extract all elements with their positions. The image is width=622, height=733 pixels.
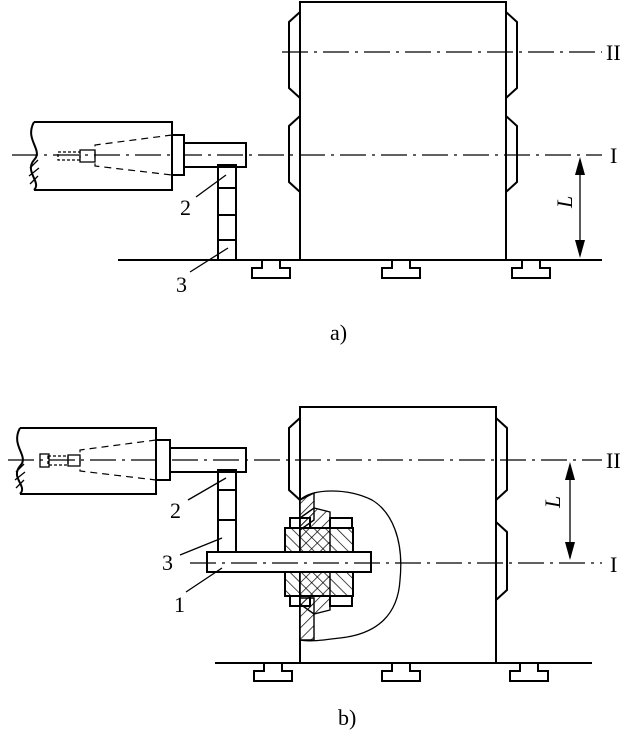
bracket-column-b	[217, 469, 237, 553]
machine-foot-a2	[381, 260, 421, 279]
dimension-arrow-top-a	[575, 157, 585, 175]
shaft-b	[206, 551, 372, 573]
instrument-break-hatch-a	[28, 159, 40, 185]
boss-right-upper-a	[505, 11, 518, 99]
leader-3-b	[179, 537, 223, 556]
machine-body-a	[299, 1, 507, 261]
leader-2-b	[187, 477, 227, 501]
instrument-body-a	[34, 121, 173, 191]
machine-foot-b3	[509, 663, 549, 682]
machine-foot-a1	[251, 260, 291, 279]
leader-1-b	[185, 567, 223, 593]
boss-right-lower-a	[505, 115, 518, 193]
part-3-label-a: 3	[176, 272, 187, 297]
plane-II-label-b: II	[606, 448, 621, 473]
bracket-column-a	[217, 164, 237, 261]
dimension-label-a: L	[552, 196, 577, 209]
dimension-arrow-bottom-a	[575, 240, 585, 258]
panel-a: L II I 2 3 a)	[12, 1, 621, 345]
panel-b: L II I 2 3 1 b)	[8, 406, 621, 730]
part-1-label-b: 1	[174, 592, 185, 617]
boss-right-lower-b	[495, 521, 508, 601]
dimension-label-b: L	[540, 496, 565, 509]
part-2-label-b: 2	[170, 498, 181, 523]
hub-lower-b	[284, 571, 354, 597]
plane-I-label-a: I	[610, 143, 617, 168]
machine-foot-a3	[511, 260, 551, 279]
part-2-label-a: 2	[180, 195, 191, 220]
plane-II-label-a: II	[606, 40, 621, 65]
instrument-break-hatch-b	[14, 463, 26, 489]
caption-a: a)	[330, 320, 347, 345]
instrument-break-b	[15, 427, 24, 495]
instrument-break-a	[29, 121, 38, 191]
dimension-arrow-bottom-b	[565, 542, 575, 560]
leader-2-a	[195, 174, 227, 198]
machine-foot-b1	[253, 663, 293, 682]
dimension-arrow-top-b	[565, 462, 575, 480]
boss-right-upper-b	[495, 417, 508, 501]
machine-foot-b2	[381, 663, 421, 682]
leader-3-a	[189, 247, 229, 273]
hub-upper-b	[284, 527, 354, 553]
instrument-nose-b	[155, 439, 171, 481]
boss-left-upper-a	[288, 11, 301, 99]
boss-left-b	[288, 417, 301, 501]
part-3-label-b: 3	[162, 550, 173, 575]
caption-b: b)	[338, 705, 356, 730]
boss-left-lower-a	[288, 115, 301, 193]
plane-I-label-b: I	[610, 552, 617, 577]
instrument-nose-a	[171, 134, 185, 176]
